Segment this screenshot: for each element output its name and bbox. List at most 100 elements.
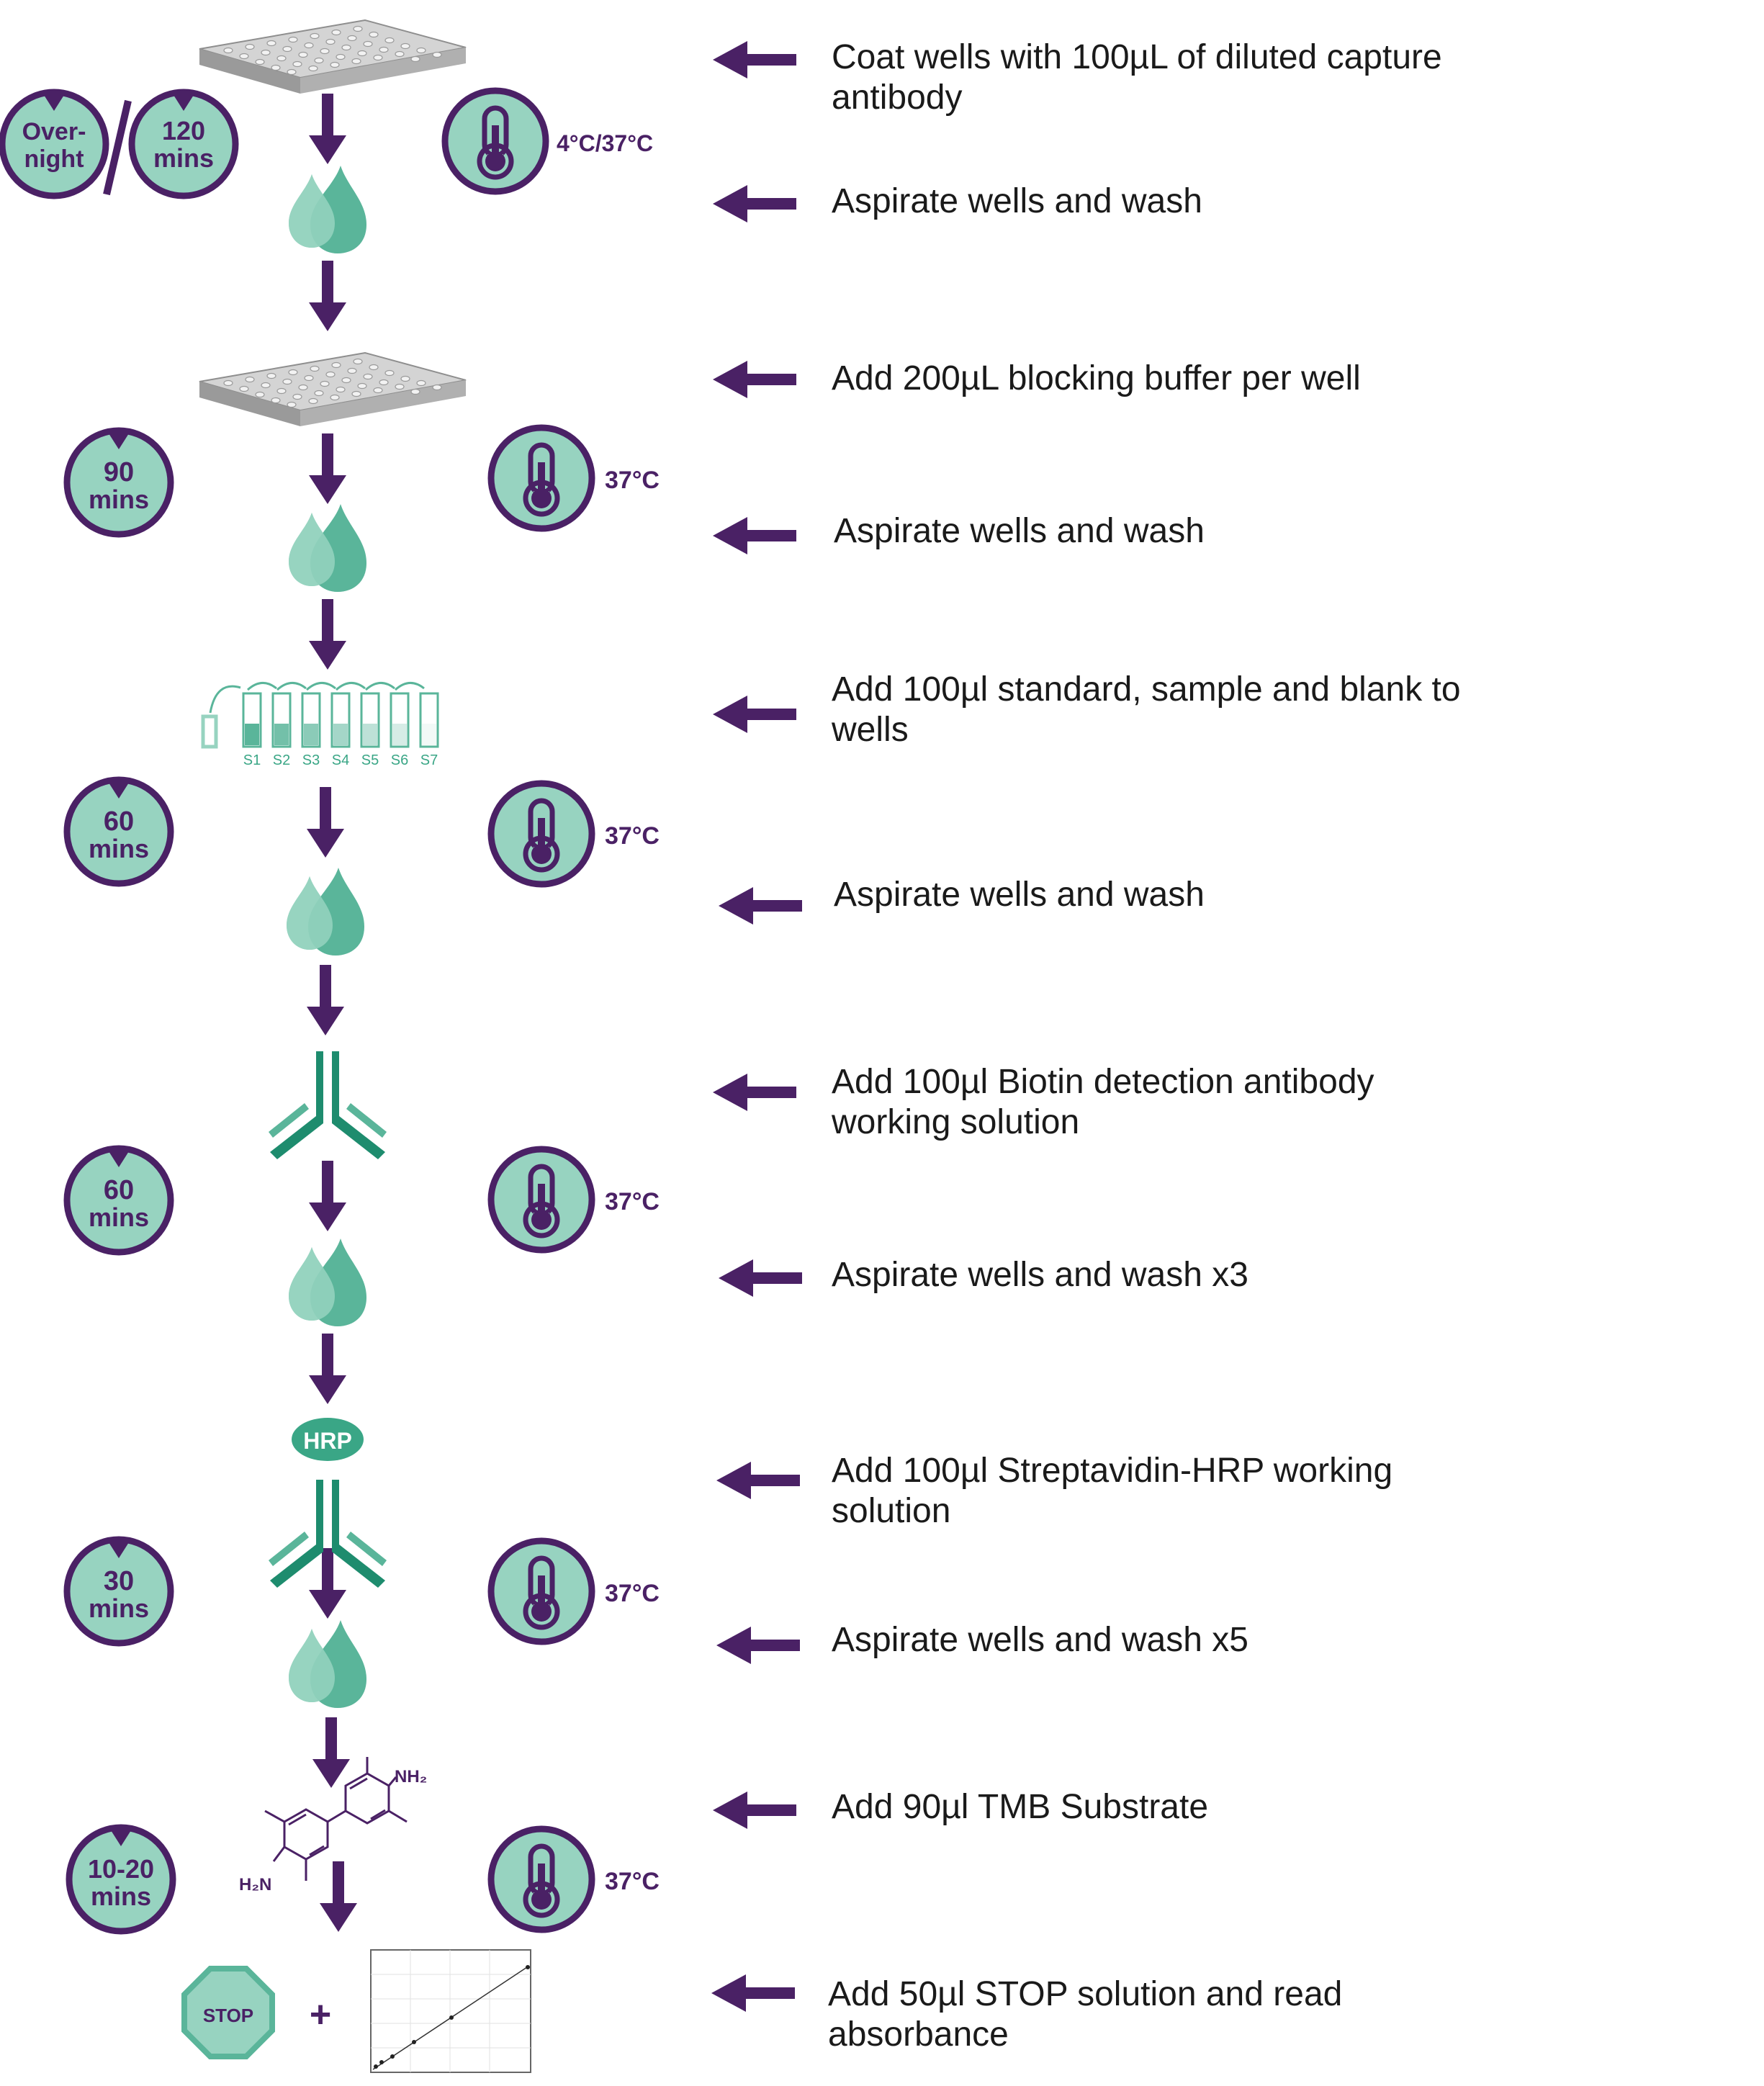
- step-arrow: [719, 887, 802, 925]
- transfer-arrow: [276, 682, 307, 691]
- tube-liquid: [245, 724, 259, 745]
- temperature-label: 37°C: [605, 467, 660, 494]
- plus-sign: +: [310, 1994, 331, 2036]
- step-aspirate-wash-x3: Aspirate wells and wash x3: [832, 1255, 1552, 1295]
- thermometer-icon: [491, 1829, 592, 1930]
- or-slash: [103, 99, 132, 196]
- flow-arrow: [307, 787, 344, 858]
- microplate-icon: [199, 352, 467, 427]
- wash-drops-icon: [289, 166, 366, 253]
- timer-line1: 60: [104, 806, 134, 837]
- timer-badge-90: 90 mins: [67, 431, 171, 534]
- thermometer-icon: [491, 428, 592, 529]
- step-coat-wells: Coat wells with 100µL of diluted capture…: [832, 37, 1552, 118]
- flow-arrow: [309, 433, 346, 504]
- step-add-stop-and-read: Add 50µl STOP solution and read absorban…: [828, 1974, 1548, 2055]
- standard-label: S6: [391, 752, 408, 768]
- step-add-detection-antibody: Add 100µl Biotin detection antibody work…: [832, 1062, 1552, 1143]
- transfer-arrow: [209, 685, 241, 714]
- step-line: Aspirate wells and wash: [834, 876, 1205, 914]
- wash-drops-icon: [289, 1238, 366, 1326]
- step-line: Add 100µl Streptavidin-HRP working: [832, 1452, 1393, 1490]
- step-arrow: [716, 1627, 800, 1664]
- step-line: absorbance: [828, 2015, 1009, 2054]
- step-arrow: [711, 1974, 795, 2012]
- h2n-label: H₂N: [239, 1875, 271, 1894]
- temperature-label: 37°C: [605, 1580, 660, 1607]
- step-arrows: [711, 41, 802, 2012]
- nh2-label: NH₂: [395, 1767, 427, 1786]
- flow-arrow: [309, 1548, 346, 1619]
- step-line: antibody: [832, 78, 963, 117]
- flow-arrow: [307, 965, 344, 1035]
- flow-arrow: [309, 94, 346, 164]
- standard-tube: [360, 692, 380, 748]
- wash-drops-icon: [289, 504, 366, 592]
- step-arrow: [716, 1462, 800, 1499]
- flow-arrow: [309, 1334, 346, 1404]
- timer-badge-120: 120 mins: [132, 92, 235, 196]
- step-aspirate-wash: Aspirate wells and wash: [834, 511, 1554, 552]
- standard-label: S3: [302, 752, 320, 768]
- hrp-label: HRP: [303, 1428, 352, 1454]
- step-arrow: [713, 185, 796, 222]
- timer-line1: 120: [162, 116, 205, 145]
- step-arrow: [713, 517, 796, 554]
- step-line: Add 200µL blocking buffer per well: [832, 359, 1361, 397]
- step-arrow: [713, 1074, 796, 1111]
- timer-line1: Over-: [22, 118, 86, 145]
- timer-line2: night: [24, 145, 84, 173]
- transfer-arrow: [394, 682, 425, 691]
- flow-arrow: [309, 261, 346, 331]
- flow-arrow: [309, 599, 346, 670]
- flow-arrow: [320, 1861, 357, 1932]
- step-aspirate-wash: Aspirate wells and wash: [834, 875, 1554, 915]
- transfer-arrow: [364, 682, 395, 691]
- timer-line2: mins: [89, 485, 149, 514]
- tmb-molecule-icon: [264, 1757, 408, 1881]
- step-add-blocking-buffer: Add 200µL blocking buffer per well: [832, 359, 1552, 399]
- thermometer-icon: [445, 91, 546, 192]
- step-add-tmb: Add 90µl TMB Substrate: [832, 1787, 1552, 1828]
- standard-tube: [419, 692, 439, 748]
- transfer-arrow: [305, 682, 336, 691]
- step-arrow: [713, 696, 796, 733]
- step-aspirate-wash: Aspirate wells and wash: [832, 181, 1552, 222]
- step-line: Aspirate wells and wash x5: [832, 1621, 1248, 1659]
- tube-liquid: [392, 724, 407, 745]
- standard-tube: [390, 692, 410, 748]
- flow-arrow: [312, 1717, 350, 1788]
- temperature-badge: 37°C: [491, 1149, 660, 1250]
- timer-badge-30: 30 mins: [67, 1539, 171, 1643]
- transfer-arrow: [246, 682, 277, 691]
- thermometer-icon: [491, 1541, 592, 1642]
- step-line: working solution: [832, 1103, 1080, 1141]
- step-line: solution: [832, 1492, 951, 1530]
- detection-antibody-icon: [269, 1051, 387, 1159]
- timer-badge-overnight: Over- night: [2, 92, 106, 196]
- step-line: Aspirate wells and wash: [832, 182, 1202, 220]
- step-line: Add 100µl standard, sample and blank to: [832, 670, 1461, 709]
- standard-label: S7: [420, 752, 438, 768]
- standard-label: S2: [273, 752, 290, 768]
- stop-sign-icon: STOP: [181, 1966, 275, 2059]
- wash-drops-icon: [289, 1620, 366, 1708]
- step-arrow: [713, 1791, 796, 1829]
- timer-line1: 90: [104, 457, 134, 487]
- step-arrow: [713, 361, 796, 398]
- timer-badge-10-20: 10-20 mins: [69, 1828, 173, 1931]
- standard-label: S5: [361, 752, 379, 768]
- temperature-badge: 4°C/37°C: [445, 91, 653, 192]
- transfer-arrow: [335, 682, 366, 691]
- timer-line2: mins: [91, 1882, 151, 1911]
- microplate-icon: [199, 19, 467, 94]
- step-line: wells: [832, 711, 909, 749]
- hrp-antibody-icon: HRP: [269, 1418, 387, 1588]
- tube-liquid: [363, 724, 377, 745]
- timer-line2: mins: [89, 1202, 149, 1232]
- temperature-badge: 37°C: [491, 1829, 660, 1930]
- step-line: Add 90µl TMB Substrate: [832, 1788, 1209, 1826]
- timer-badge-60: 60 mins: [67, 1148, 171, 1252]
- step-aspirate-wash-x5: Aspirate wells and wash x5: [832, 1620, 1552, 1660]
- step-arrow: [713, 41, 796, 78]
